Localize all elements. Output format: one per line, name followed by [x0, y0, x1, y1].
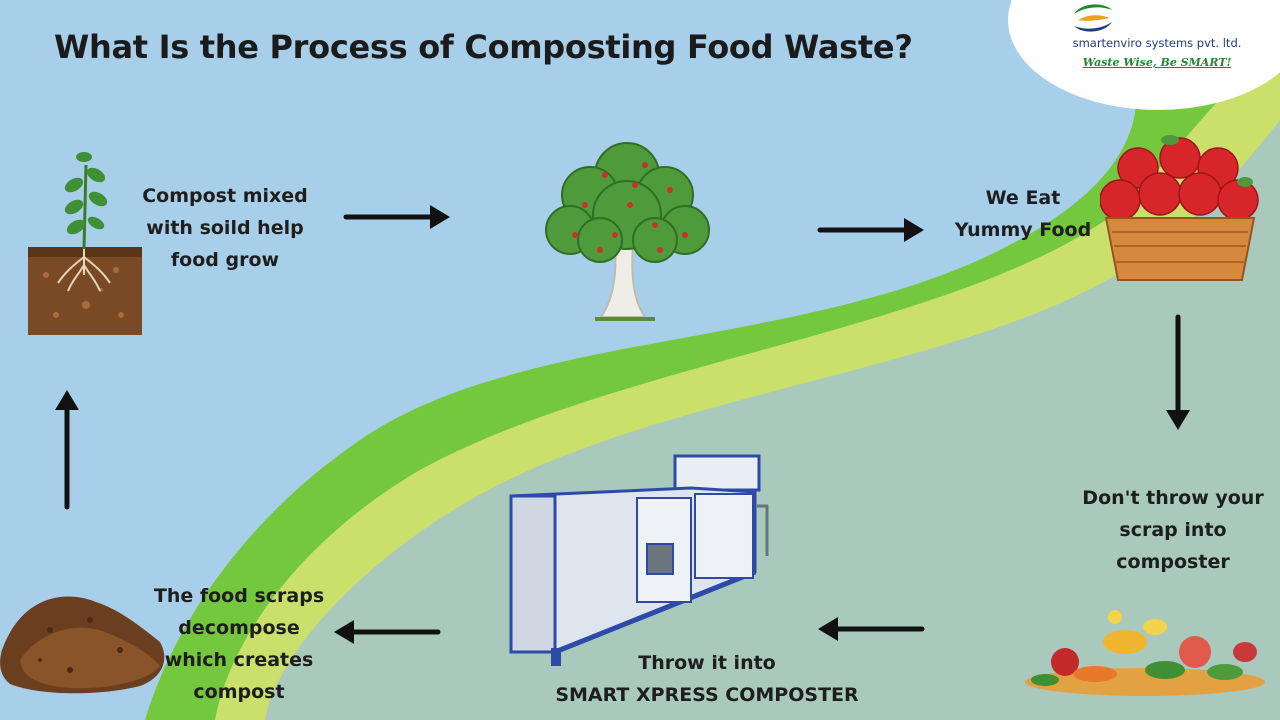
arrow-right-1	[343, 205, 450, 229]
arrow-left-1	[818, 617, 925, 641]
step-throw-line-2: SMART XPRESS COMPOSTER	[555, 684, 859, 706]
step-eat-food: We Eat Yummy Food	[938, 182, 1108, 246]
arrow-left-2	[334, 620, 441, 644]
company-logo-icon	[1074, 4, 1112, 32]
step-grow-line-3: food grow	[170, 249, 280, 271]
step-grow-line-1: Compost mixed	[142, 185, 308, 207]
company-name: smartenviro systems pvt. ltd.	[1072, 36, 1242, 50]
compost-pile-icon	[0, 596, 165, 694]
step-eat-line-2: Yummy Food	[954, 219, 1092, 241]
arrow-up	[55, 390, 79, 510]
compost-machine-icon	[509, 454, 769, 666]
apple-basket-icon	[1100, 135, 1259, 281]
step-eat-line-1: We Eat	[985, 187, 1061, 209]
step-decompose: The food scraps decompose which creates …	[146, 580, 332, 708]
step-decompose-line-1: The food scraps	[153, 585, 325, 607]
company-tagline: Waste Wise, Be SMART!	[1082, 56, 1232, 69]
step-throw-composter: Throw it into SMART XPRESS COMPOSTER	[548, 647, 866, 711]
step-scrap: Don't throw your scrap into composter	[1068, 482, 1278, 578]
step-decompose-line-2: decompose	[178, 617, 300, 639]
step-scrap-line-1: Don't throw your	[1082, 487, 1264, 509]
lime-band	[215, 40, 1280, 720]
step-decompose-line-3: which creates	[164, 649, 314, 671]
arrow-down	[1166, 314, 1190, 430]
step-grow-line-2: with soild help	[146, 217, 304, 239]
seedling-in-soil-icon	[28, 152, 142, 335]
food-scraps-icon	[1025, 610, 1265, 696]
step-scrap-line-3: composter	[1116, 551, 1230, 573]
step-food-grow: Compost mixed with soild help food grow	[132, 180, 318, 276]
step-scrap-line-2: scrap into	[1119, 519, 1227, 541]
green-band	[145, 0, 1280, 720]
fruit-tree-icon	[545, 142, 710, 321]
arrow-right-2	[817, 218, 924, 242]
step-decompose-line-4: compost	[193, 681, 285, 703]
diagram-title: What Is the Process of Composting Food W…	[54, 28, 913, 66]
step-throw-line-1: Throw it into	[638, 652, 776, 674]
